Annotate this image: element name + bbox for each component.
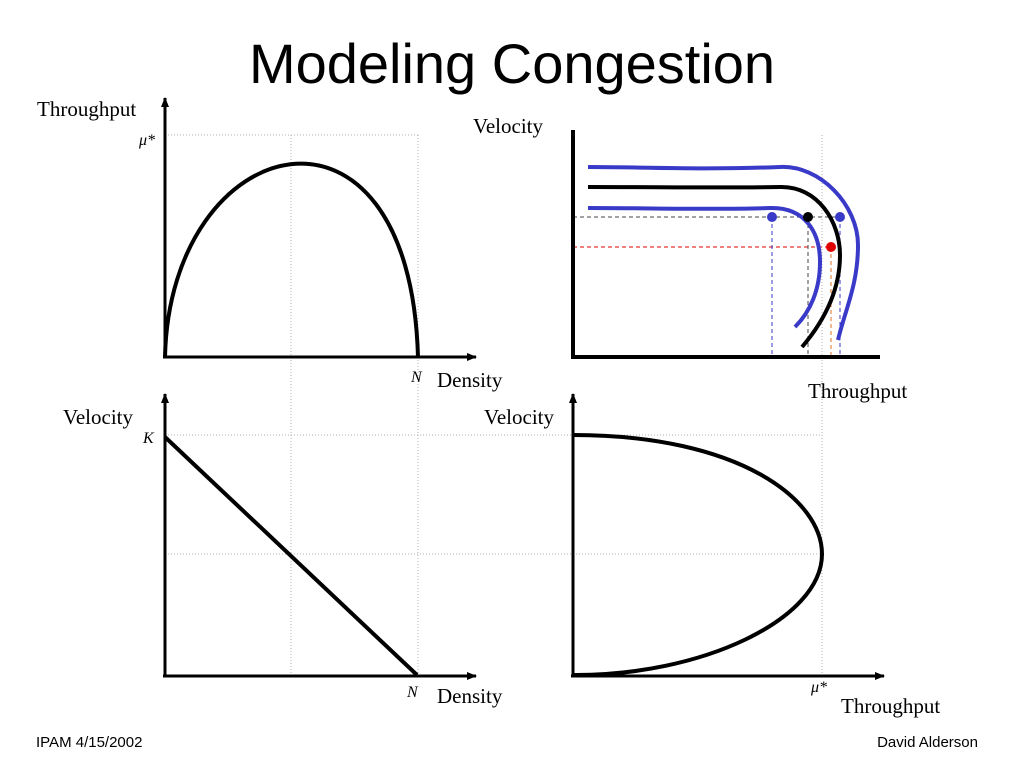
x-axis-label: Density: [437, 684, 503, 708]
slide-title: Modeling Congestion: [248, 32, 776, 95]
x-axis-label: Throughput: [808, 379, 907, 403]
panel-velocity-throughput-family: Velocity Throughput: [473, 114, 907, 676]
blue-marker-left: [767, 212, 777, 222]
black-marker: [803, 212, 813, 222]
red-marker: [826, 242, 836, 252]
n-label: N: [406, 684, 419, 701]
k-label: K: [142, 430, 155, 447]
velocity-line: [163, 435, 419, 677]
y-axis-label: Velocity: [473, 114, 543, 138]
blue-curve-upper: [587, 164, 861, 341]
black-curve: [587, 184, 843, 349]
mu-star-label: μ*: [138, 132, 155, 149]
panel-velocity-throughput: Velocity μ* Throughput: [484, 393, 940, 718]
y-axis-label: Velocity: [63, 405, 133, 429]
y-axis-label: Throughput: [37, 97, 136, 121]
n-label: N: [410, 369, 423, 386]
panel-throughput-density: Throughput μ* N Density: [37, 97, 503, 676]
blue-curve-lower: [587, 205, 823, 329]
footer-date: IPAM 4/15/2002: [36, 734, 143, 751]
y-axis-label: Velocity: [484, 405, 554, 429]
blue-marker-right: [835, 212, 845, 222]
velocity-throughput-curve: [572, 433, 825, 678]
x-axis-label: Density: [437, 368, 503, 392]
x-axis-label: Throughput: [841, 694, 940, 718]
panel-velocity-density: Velocity K N Density: [63, 393, 822, 708]
throughput-curve: [163, 161, 420, 358]
footer-author: David Alderson: [877, 734, 978, 751]
mu-star-label: μ*: [810, 679, 827, 696]
